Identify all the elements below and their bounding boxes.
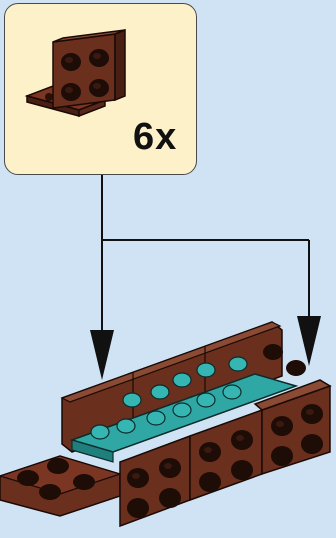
parts-callout: 6x: [4, 3, 197, 175]
guide-lines: [101, 175, 310, 338]
bracket-1x2-2x2-icon: [24, 28, 126, 118]
left-arrow-icon: [90, 330, 114, 380]
teal-studs: [90, 356, 248, 440]
part-quantity: 6x: [133, 116, 178, 158]
arrow-heads: [90, 316, 321, 380]
right-arrow-icon: [297, 316, 321, 366]
